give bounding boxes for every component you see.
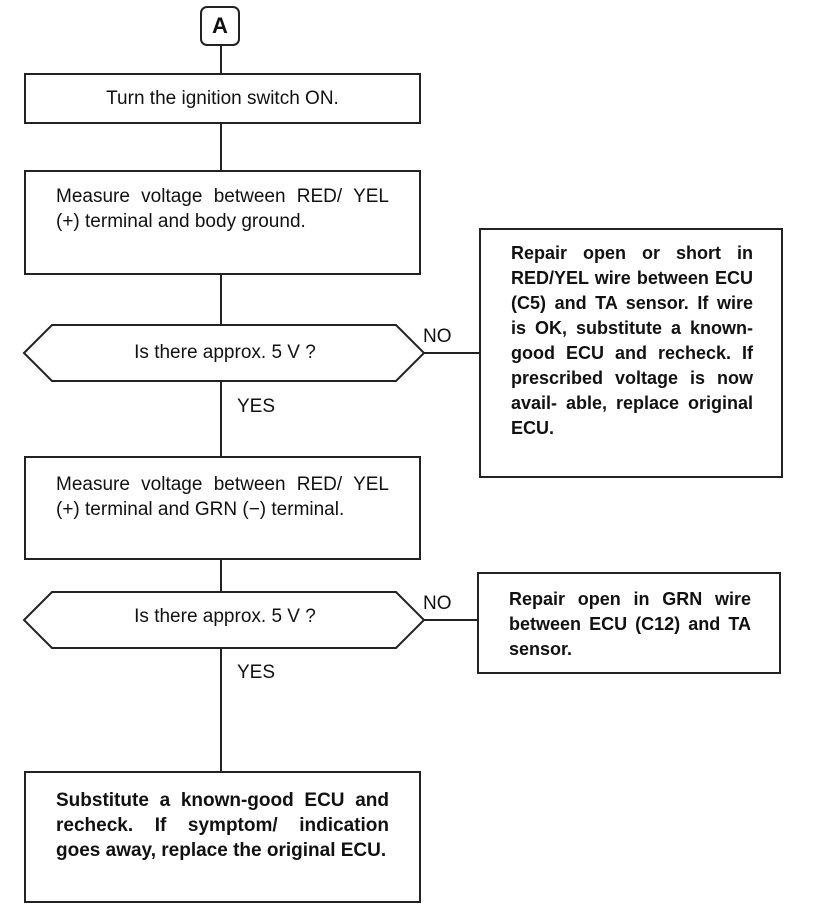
step-substitute-known-good-ecu: Substitute a known-good ECU and recheck.… [24,771,421,903]
decision1-diamond [22,324,426,382]
step-measure-voltage-grn-terminal: Measure voltage between RED/ YEL (+) ter… [24,456,421,560]
step-turn-ignition-on-text: Turn the ignition switch ON. [106,88,339,109]
connector-a: A [200,6,240,46]
decision2-no-label: NO [423,593,452,614]
action-repair-red-yel-wire-text: Repair open or short in RED/YEL wire bet… [511,243,753,438]
step-turn-ignition-on: Turn the ignition switch ON. [24,73,421,124]
decision1-question: Is there approx. 5 V ? [134,342,316,363]
decision2-question: Is there approx. 5 V ? [134,606,316,627]
action-repair-grn-wire: Repair open in GRN wire between ECU (C12… [477,572,781,674]
connector-a-label: A [212,13,228,38]
step-substitute-known-good-ecu-text: Substitute a known-good ECU and recheck.… [56,790,389,861]
decision1-yes-label: YES [237,396,276,417]
step-measure-voltage-body-ground: Measure voltage between RED/ YEL (+) ter… [24,170,421,275]
action-repair-grn-wire-text: Repair open in GRN wire between ECU (C12… [509,589,751,659]
decision2-yes-label: YES [237,662,276,683]
decision1-no-label: NO [423,326,452,347]
step-measure-voltage-grn-terminal-text: Measure voltage between RED/ YEL (+) ter… [56,474,389,520]
decision2-diamond [22,591,426,649]
step-measure-voltage-body-ground-text: Measure voltage between RED/ YEL (+) ter… [56,186,389,232]
action-repair-red-yel-wire: Repair open or short in RED/YEL wire bet… [479,228,783,478]
